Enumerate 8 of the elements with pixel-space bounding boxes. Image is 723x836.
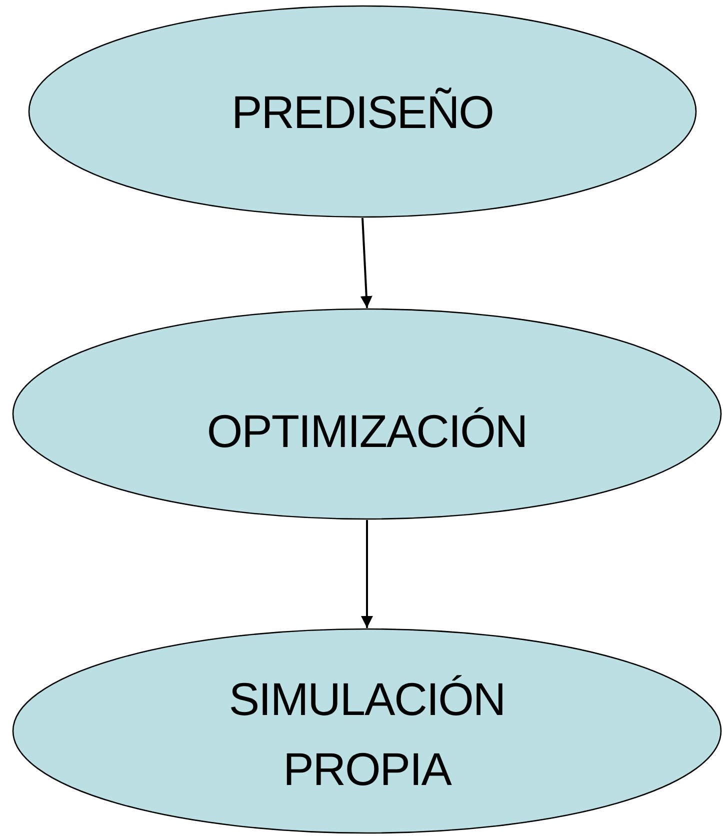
arrow bbox=[361, 520, 373, 628]
process-ellipse bbox=[12, 628, 722, 834]
node-label: PREDISEÑO bbox=[230, 85, 494, 139]
process-ellipse bbox=[28, 5, 697, 218]
arrow bbox=[360, 218, 372, 308]
node-label: OPTIMIZACIÓN bbox=[206, 404, 528, 458]
node-label: SIMULACIÓN PROPIA bbox=[228, 672, 506, 797]
process-ellipse bbox=[12, 308, 722, 520]
